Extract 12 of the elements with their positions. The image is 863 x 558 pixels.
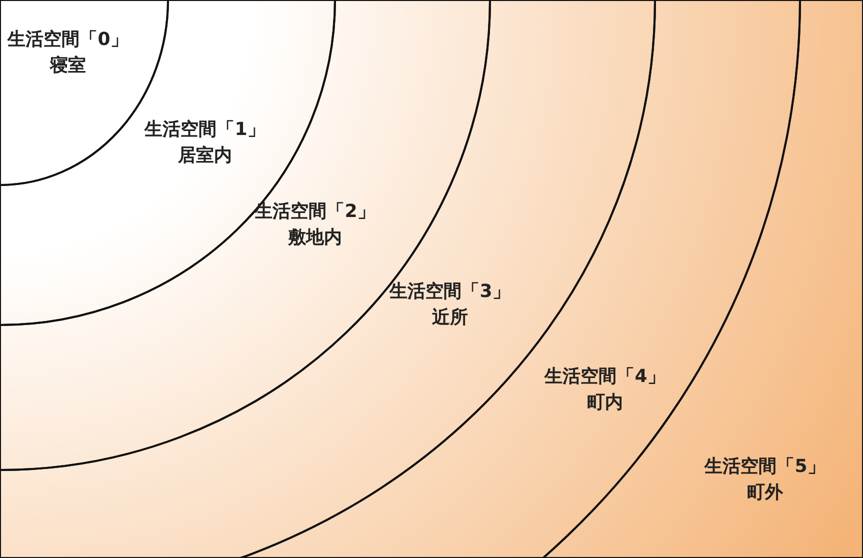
- zone-title: 生活空間「5」: [704, 454, 826, 479]
- zone-name: 敷地内: [286, 226, 343, 250]
- zone-name: 近所: [431, 306, 469, 330]
- zone-name: 寝室: [48, 54, 87, 78]
- zone-title: 生活空間「3」: [390, 280, 510, 304]
- zone-name: 町外: [746, 481, 784, 505]
- zone-name: 居室内: [176, 144, 233, 168]
- zone-title: 生活空間「4」: [544, 364, 666, 389]
- zone-title: 生活空間「0」: [8, 28, 128, 52]
- zone-title: 生活空間「2」: [254, 200, 376, 224]
- zone-title: 生活空間「1」: [144, 118, 266, 142]
- zone-name: 町内: [586, 391, 624, 415]
